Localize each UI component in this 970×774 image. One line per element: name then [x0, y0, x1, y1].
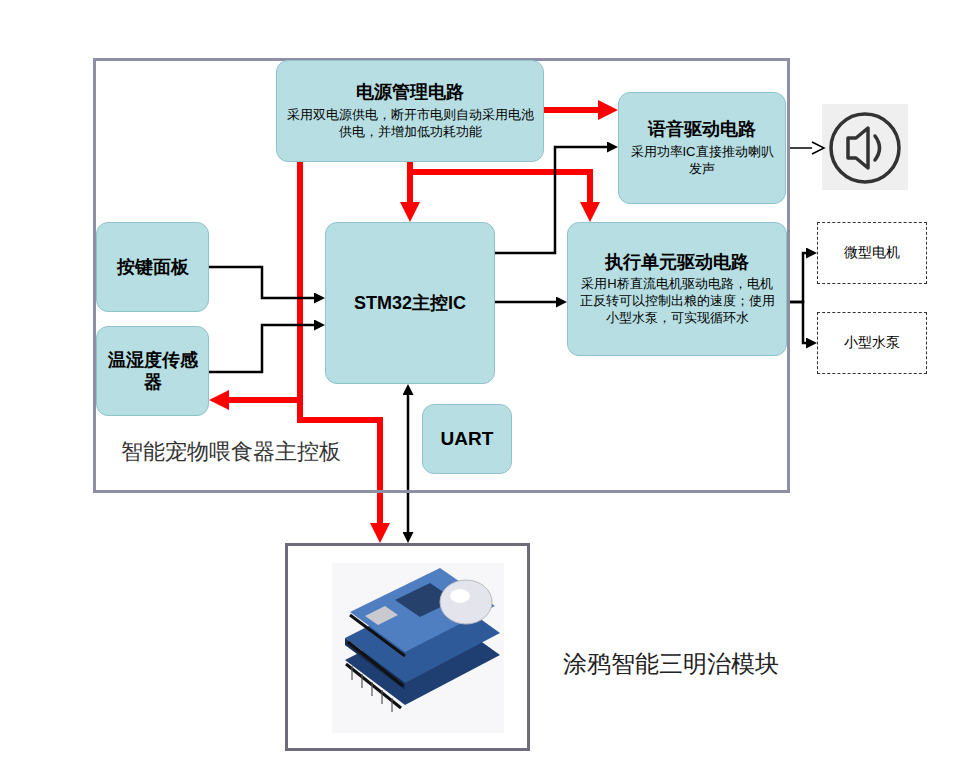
- box-heading: 执行单元驱动电路: [605, 251, 749, 274]
- chip-shield: [365, 606, 398, 625]
- box-heading: 小型水泵: [844, 334, 900, 352]
- connector: [209, 325, 314, 372]
- dome-highlight: [450, 589, 470, 603]
- pin: [351, 666, 352, 680]
- box-heading: 微型电机: [844, 244, 900, 262]
- speaker-symbol: [848, 128, 868, 168]
- box-heading: 按键面板: [117, 256, 189, 279]
- device-box: 微型电机: [817, 222, 927, 284]
- circuit-box: 温湿度传感器: [96, 326, 209, 416]
- pcb-edge: [345, 638, 405, 690]
- box-heading: 温湿度传感器: [105, 349, 200, 394]
- device-box: 小型水泵: [817, 312, 927, 374]
- module-frame: 涂鸦智能三明治模块: [285, 543, 530, 751]
- circuit-box: 语音驱动电路采用功率IC直接推动喇叭发声: [618, 92, 786, 204]
- box-description: 采用双电源供电，断开市电则自动采用电池供电，并增加低功耗功能: [285, 107, 535, 141]
- circuit-box: UART: [422, 404, 512, 474]
- frame-label: 涂鸦智能三明治模块: [560, 648, 782, 680]
- connector: [544, 107, 598, 113]
- speaker-arrowhead: [812, 142, 824, 154]
- speaker-wave: [875, 136, 880, 160]
- connector: [495, 301, 556, 304]
- pins: [352, 666, 392, 712]
- circuit-box: STM32主控IC: [325, 222, 495, 384]
- board-frame: 电源管理电路采用双电源供电，断开市电则自动采用电池供电，并增加低功耗功能语音驱动…: [93, 58, 790, 493]
- pin-row: [348, 642, 403, 686]
- pin: [371, 682, 372, 696]
- box-description: 采用H桥直流电机驱动电路，电机正反转可以控制出粮的速度；使用小型水泵，可实现循环…: [576, 276, 778, 327]
- module-photo-ground: [332, 563, 504, 733]
- circuit-box: 按键面板: [96, 222, 209, 312]
- box-heading: UART: [441, 427, 494, 451]
- connector: [410, 162, 590, 202]
- pir-dome: [440, 580, 492, 624]
- pcb-top: [350, 568, 495, 652]
- pin-header: [346, 615, 405, 708]
- connector: [407, 395, 410, 532]
- pin: [391, 698, 392, 712]
- pin-row: [346, 664, 401, 708]
- pin: [381, 690, 382, 704]
- frame-label: 智能宠物喂食器主控板: [118, 437, 344, 467]
- box-heading: STM32主控IC: [354, 292, 466, 315]
- box-heading: 语音驱动电路: [648, 118, 756, 141]
- speaker-ring: [831, 114, 899, 182]
- box-heading: 电源管理电路: [356, 81, 464, 104]
- circuit-box: 执行单元驱动电路采用H桥直流电机驱动电路，电机正反转可以控制出粮的速度；使用小型…: [567, 222, 787, 356]
- pin: [361, 674, 362, 688]
- box-description: 采用功率IC直接推动喇叭发声: [627, 144, 777, 178]
- speaker-ground: [822, 104, 908, 190]
- connector: [229, 162, 300, 400]
- connector: [209, 267, 314, 298]
- speaker-wire: [788, 147, 812, 149]
- circuit-box: 电源管理电路采用双电源供电，断开市电则自动采用电池供电，并增加低功耗功能: [276, 60, 544, 162]
